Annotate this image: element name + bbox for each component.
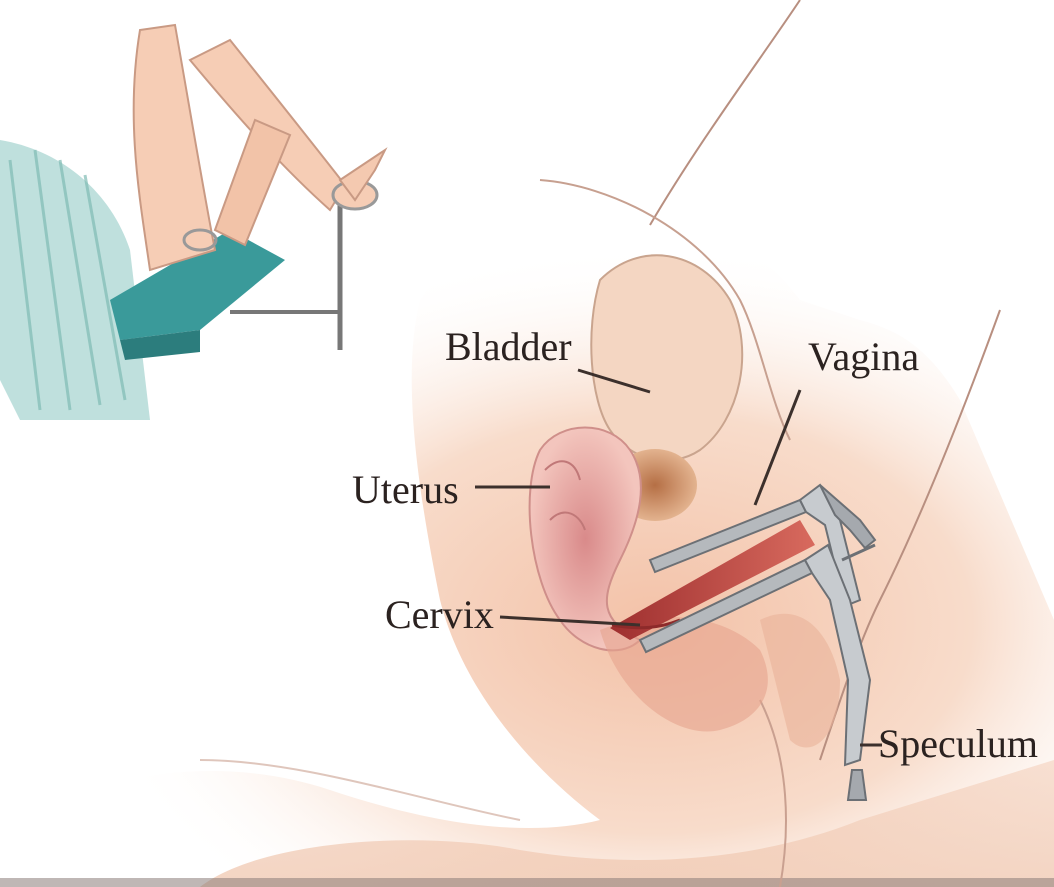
label-uterus: Uterus xyxy=(352,467,459,512)
label-vagina: Vagina xyxy=(808,334,919,379)
exam-position-inset xyxy=(0,25,385,420)
drape xyxy=(0,140,150,420)
label-speculum: Speculum xyxy=(878,721,1038,766)
label-bladder: Bladder xyxy=(445,324,572,369)
bladder-organ xyxy=(591,255,742,460)
label-cervix: Cervix xyxy=(385,592,494,637)
